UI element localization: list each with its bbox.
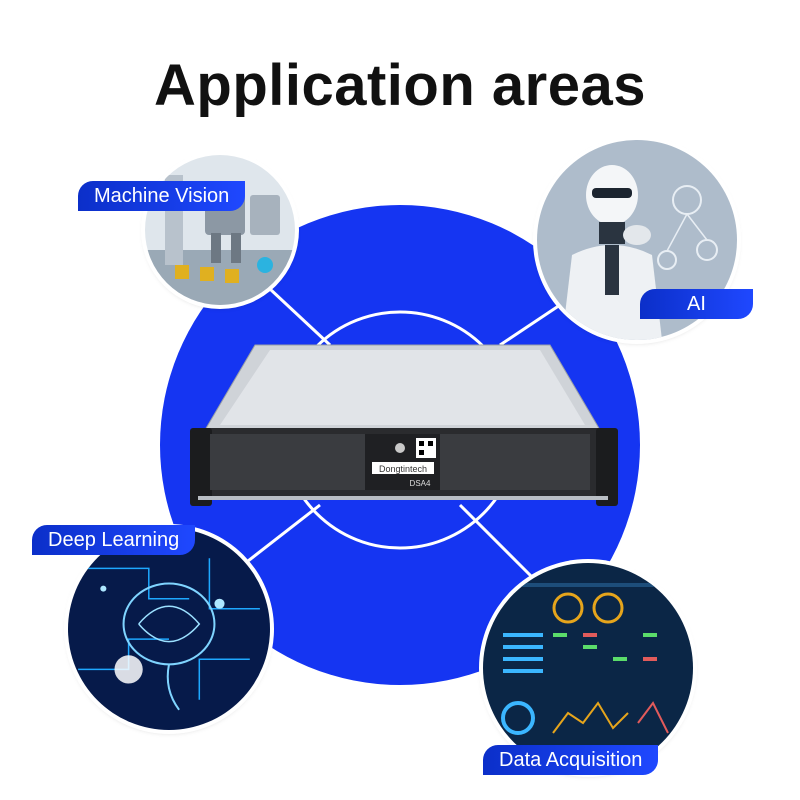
deep-learning-label: Deep Learning — [32, 525, 196, 555]
brand-logo: Dongtintech — [379, 464, 427, 474]
deep-learning-image — [68, 528, 270, 730]
machine-vision-label: Machine Vision — [78, 181, 246, 211]
connector-top-right — [499, 303, 561, 347]
connector-bottom-right — [458, 503, 547, 592]
page-title: Application areas — [154, 53, 646, 118]
model-label: DSA4 — [410, 479, 431, 488]
ai-label: AI — [640, 289, 753, 319]
data-acquisition-label: Data Acquisition — [483, 745, 659, 775]
ai-image — [537, 140, 737, 340]
machine-vision-image — [145, 155, 295, 305]
data-acquisition-image — [483, 563, 693, 773]
server-chassis: Dongtintech DSA4 — [190, 344, 618, 506]
